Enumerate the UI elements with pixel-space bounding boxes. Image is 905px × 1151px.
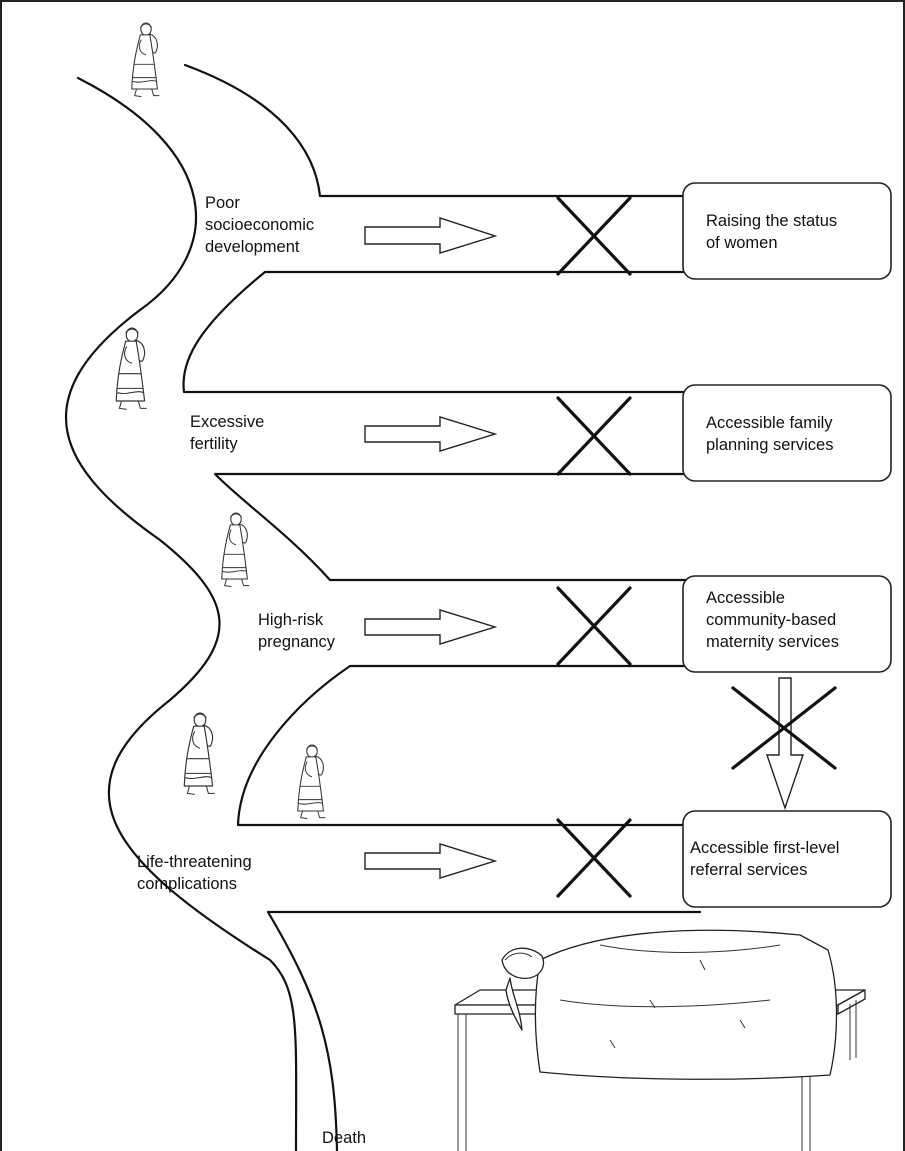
cause-label-poor-socioeconomic: Poor socioeconomic development bbox=[205, 194, 319, 256]
cross-mark-icon bbox=[731, 686, 837, 770]
arrow-to-intervention-2 bbox=[364, 416, 498, 452]
walking-woman-icon bbox=[183, 712, 216, 795]
cross-mark-icon bbox=[556, 818, 632, 898]
intervention-label-maternity-services: Accessible community-based maternity ser… bbox=[706, 589, 841, 651]
walking-woman-icon bbox=[221, 512, 250, 588]
road-left-edge bbox=[64, 76, 298, 1151]
cross-mark-icon bbox=[556, 396, 632, 476]
walking-woman-icon bbox=[297, 744, 326, 820]
walking-woman-icon bbox=[131, 22, 160, 98]
arrow-to-intervention-1 bbox=[364, 217, 498, 254]
arrow-to-intervention-4 bbox=[364, 843, 498, 879]
arrow-to-intervention-3 bbox=[364, 609, 498, 645]
cause-label-excessive-fertility: Excessive fertility bbox=[190, 413, 269, 453]
intervention-box-family-planning bbox=[682, 384, 892, 482]
cross-mark-icon bbox=[556, 196, 632, 276]
cause-label-high-risk-pregnancy: High-risk pregnancy bbox=[258, 611, 336, 651]
cause-label-life-threatening: Life-threatening complications bbox=[137, 853, 256, 893]
intervention-box-status-of-women bbox=[682, 182, 892, 280]
intervention-label-referral-services: Accessible first-level referral services bbox=[690, 839, 844, 879]
road-right-edge bbox=[182, 63, 702, 1151]
end-label-death: Death bbox=[322, 1129, 366, 1147]
intervention-box-maternity-services bbox=[682, 575, 892, 673]
deceased-woman-on-bed-icon bbox=[454, 929, 866, 1151]
intervention-box-referral-services bbox=[682, 810, 892, 908]
arrow-maternity-to-referral bbox=[766, 677, 804, 811]
walking-woman-icon bbox=[115, 327, 148, 410]
intervention-label-family-planning: Accessible family planning services bbox=[706, 414, 837, 454]
cross-mark-icon bbox=[556, 586, 632, 666]
intervention-label-status-of-women: Raising the status of women bbox=[706, 212, 842, 252]
